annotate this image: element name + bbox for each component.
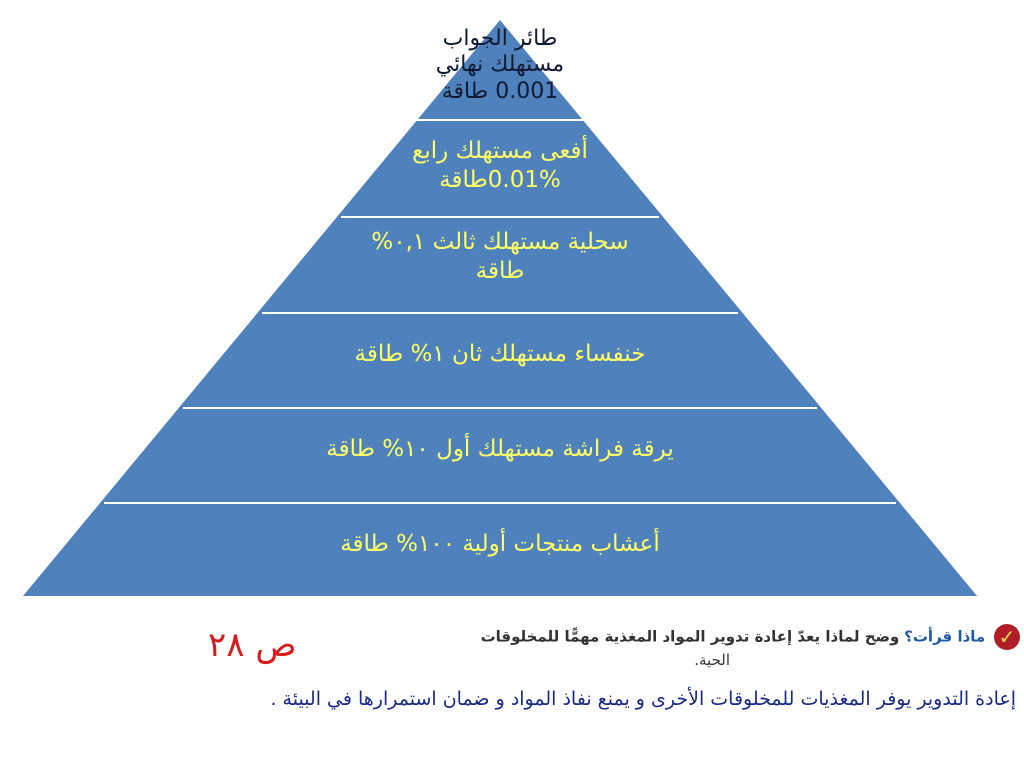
pyramid-level-top-label: طائر الجواب مستهلك نهائي 0.001 طاقة bbox=[380, 26, 620, 105]
level-line: 0.01%طاقة bbox=[439, 166, 561, 193]
pyramid-level-first-consumer: يرقة فراشة مستهلك أول ١٠% طاقة bbox=[220, 435, 780, 464]
level-line: خنفساء مستهلك ثان ١% طاقة bbox=[354, 341, 646, 367]
question-heading: ماذا قرأت؟ bbox=[904, 627, 986, 646]
pyramid-body bbox=[23, 20, 977, 596]
level-line: 0.001 طاقة bbox=[441, 78, 559, 104]
level-line: أعشاب منتجات أولية ١٠٠% طاقة bbox=[340, 531, 660, 557]
level-line: سحلية مستهلك ثالث ٠,١% bbox=[371, 229, 629, 255]
food-pyramid-diagram bbox=[23, 20, 977, 596]
page-reference: ص ٢٨ bbox=[208, 625, 297, 665]
level-line: طاقة bbox=[475, 257, 525, 284]
question-text-end: الحية. bbox=[694, 651, 730, 669]
reading-check-question: ✓ ماذا قرأت؟ وضح لماذا يعدّ إعادة تدوير … bbox=[420, 624, 1020, 671]
question-text: وضح لماذا يعدّ إعادة تدوير المواد المغذي… bbox=[480, 627, 900, 646]
level-line: مستهلك نهائي bbox=[435, 52, 565, 78]
check-badge-icon: ✓ bbox=[994, 624, 1020, 650]
pyramid-level-second-consumer: خنفساء مستهلك ثان ١% طاقة bbox=[260, 340, 740, 369]
pyramid-level-fourth-consumer: أفعى مستهلك رابع 0.01%طاقة bbox=[340, 137, 660, 195]
answer-text: إعادة التدوير يوفر المغذيات للمخلوقات ال… bbox=[270, 688, 1016, 710]
level-line: أفعى مستهلك رابع bbox=[412, 138, 588, 164]
pyramid-level-producers: أعشاب منتجات أولية ١٠٠% طاقة bbox=[180, 530, 820, 559]
level-line: طائر الجواب bbox=[442, 26, 558, 51]
level-line: يرقة فراشة مستهلك أول ١٠% طاقة bbox=[326, 436, 674, 462]
pyramid-level-third-consumer: سحلية مستهلك ثالث ٠,١% طاقة bbox=[320, 228, 680, 286]
